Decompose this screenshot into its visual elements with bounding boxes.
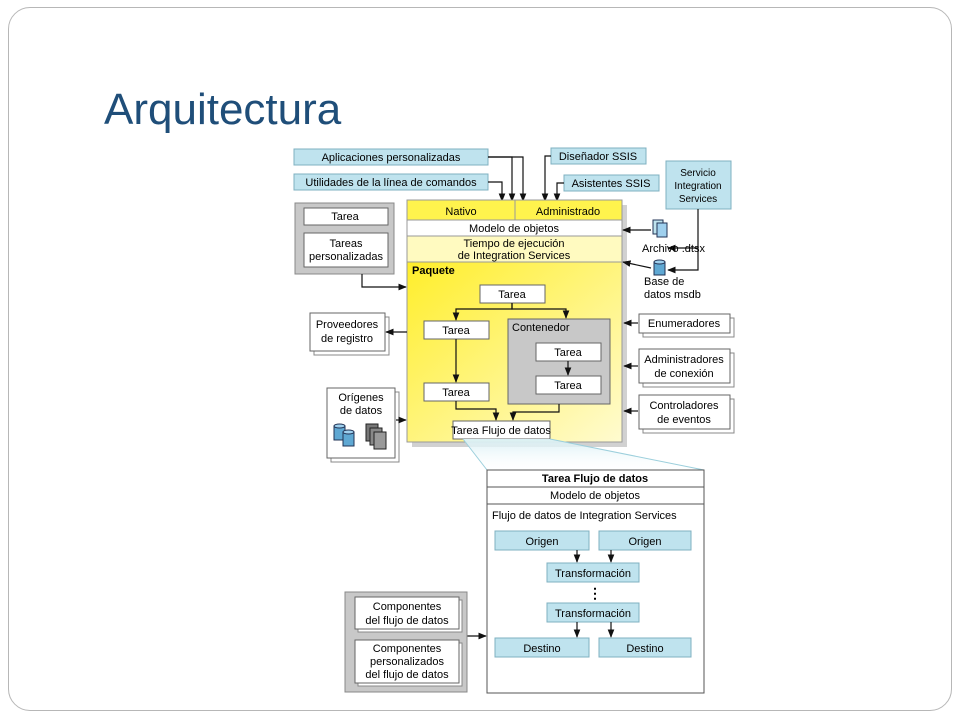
msdb-line-2: datos msdb [644,289,701,301]
custom-components-line-2: personalizados [370,656,444,668]
msdb-icon [653,259,666,276]
tasks-group: Tarea Tareas personalizadas [294,202,395,275]
custom-apps-label: Aplicaciones personalizadas [322,152,461,164]
container-task-2-label: Tarea [554,380,582,392]
connection-managers-box: Administradores de conexión [638,348,735,388]
destination-1-label: Destino [523,643,560,655]
msdb-line-1: Base de [644,276,684,288]
data-sources-box: Orígenes de datos [326,387,400,463]
ssis-wizards-box: Asistentes SSIS [563,174,660,192]
custom-tasks-line-1: Tareas [329,238,363,250]
components-group: Componentes del flujo de datos Component… [344,591,468,693]
object-model-label: Modelo de objetos [469,223,559,235]
dtsx-file-icon [652,219,668,238]
log-providers-line-1: Proveedores [316,319,379,331]
connection-managers-line-1: Administradores [644,354,724,366]
task-top-label: Tarea [498,289,526,301]
runtime-line-1: Tiempo de ejecución [463,238,564,250]
dataflow-components-line-2: del flujo de datos [365,615,449,627]
data-sources-line-1: Orígenes [338,392,384,404]
ssis-designer-label: Diseñador SSIS [559,151,637,163]
event-handlers-line-1: Controladores [649,400,719,412]
managed-label: Administrado [536,206,600,218]
is-service-line-1: Servicio [680,168,716,179]
file-stack-icon [365,423,387,450]
container-task-1-label: Tarea [554,347,582,359]
connection-managers-line-2: de conexión [654,368,713,380]
data-sources-line-2: de datos [340,405,383,417]
custom-components-line-3: del flujo de datos [365,669,449,681]
destination-box-2 [598,637,692,658]
source-box-2 [598,530,692,551]
cmd-utils-label: Utilidades de la línea de comandos [305,177,477,189]
custom-tasks-line-2: personalizadas [309,251,383,263]
log-providers-line-2: de registro [321,333,373,345]
ssis-designer-box: Diseñador SSIS [550,147,647,165]
is-service-line-3: Services [679,194,717,205]
source-2-label: Origen [628,536,661,548]
dataflow-arrows [467,550,615,640]
slide-title: Arquitectura [104,85,342,134]
right-arrows [622,226,652,415]
dataflow-header: Tarea Flujo de datos [542,473,648,485]
enumerators-box: Enumeradores [638,313,735,338]
log-providers-box: Proveedores de registro [309,312,390,356]
runtime-line-2: de Integration Services [458,250,571,262]
event-handlers-box: Controladores de eventos [638,394,735,434]
transform-2-label: Transformación [555,608,631,620]
native-label: Nativo [445,206,476,218]
dataflow-object-model: Modelo de objetos [550,490,640,502]
transform-box-2 [546,602,640,623]
container-task-2 [535,375,602,395]
ellipsis: ⋮ [588,585,602,601]
destination-box-1 [494,637,590,658]
task-left-bottom-label: Tarea [442,387,470,399]
dataflow-engine-label: Flujo de datos de Integration Services [492,510,677,522]
event-handlers-line-2: de eventos [657,414,711,426]
left-arrows [361,274,407,424]
task-item-label: Tarea [331,211,359,223]
task-left-label: Tarea [442,325,470,337]
is-service-box: Servicio Integration Services [665,160,732,210]
destination-2-label: Destino [626,643,663,655]
is-service-line-2: Integration [674,181,721,192]
custom-components-line-1: Componentes [373,643,442,655]
dtsx-file-label: Archivo .dtsx [642,243,705,255]
dataflow-components-line-1: Componentes [373,601,442,613]
enumerators-label: Enumeradores [648,318,721,330]
dataflow-task-label: Tarea Flujo de datos [451,425,551,437]
database-icon [333,423,355,447]
container-label: Contenedor [512,322,570,334]
source-1-label: Origen [525,536,558,548]
ssis-wizards-label: Asistentes SSIS [572,178,651,190]
package-arrows [452,303,572,421]
top-arrows [488,155,699,274]
runtime-engine: Nativo Administrado Modelo de objetos Ti… [406,199,627,447]
custom-apps-box: Aplicaciones personalizadas [293,148,489,166]
transform-1-label: Transformación [555,568,631,580]
dataflow-detail: Tarea Flujo de datos Modelo de objetos F… [486,469,705,694]
package-label: Paquete [412,265,455,277]
source-box-1 [494,530,590,551]
zoom-projection [463,439,704,470]
cmd-utils-box: Utilidades de la línea de comandos [293,173,489,191]
transform-box-1 [546,562,640,583]
